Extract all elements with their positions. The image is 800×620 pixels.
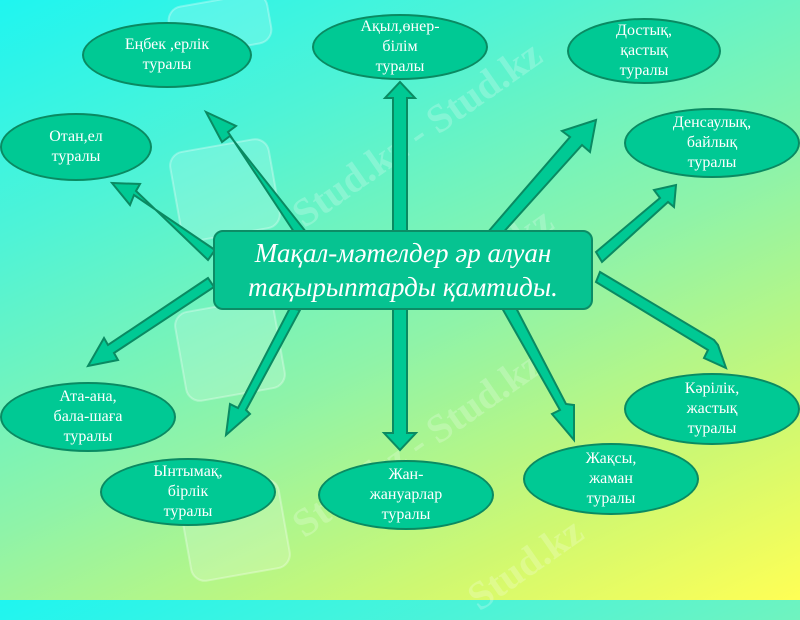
topic-node-yntymak: Ынтымақ, бірлік туралы — [100, 458, 276, 526]
topic-node-otan: Отан,ел туралы — [0, 113, 152, 181]
arrow-down-right-icon — [500, 302, 575, 443]
topic-node-ata-ana: Ата-ана, бала-шаға туралы — [0, 382, 176, 452]
arrow-up-right-icon — [486, 118, 598, 238]
central-title: Мақал-мәтелдер әр алуан тақырыптарды қам… — [213, 230, 593, 310]
arrow-left-icon — [109, 181, 217, 262]
arrow-up-left-icon — [203, 109, 308, 240]
arrow-down-right-icon — [594, 270, 728, 370]
topic-node-enbek: Еңбек ,ерлік туралы — [82, 22, 252, 88]
arrow-down-icon — [381, 307, 419, 452]
topic-node-zhan: Жан- жануарлар туралы — [318, 460, 494, 530]
topic-node-akyl: Ақыл,өнер- білім туралы — [312, 14, 488, 80]
topic-node-densaulyk: Денсаулық, байлық туралы — [624, 108, 800, 178]
topic-node-karilik: Кәрілік, жастық туралы — [624, 373, 800, 445]
arrow-down-left-icon — [224, 306, 302, 438]
topic-node-zhaksy: Жақсы, жаман туралы — [523, 443, 699, 515]
arrow-up-right-icon — [594, 183, 678, 264]
arrow-up-icon — [382, 80, 418, 233]
watermark-logo-icon — [169, 138, 281, 242]
topic-node-dostyk: Достық, қастық туралы — [567, 18, 721, 84]
arrow-down-left-icon — [86, 276, 216, 368]
